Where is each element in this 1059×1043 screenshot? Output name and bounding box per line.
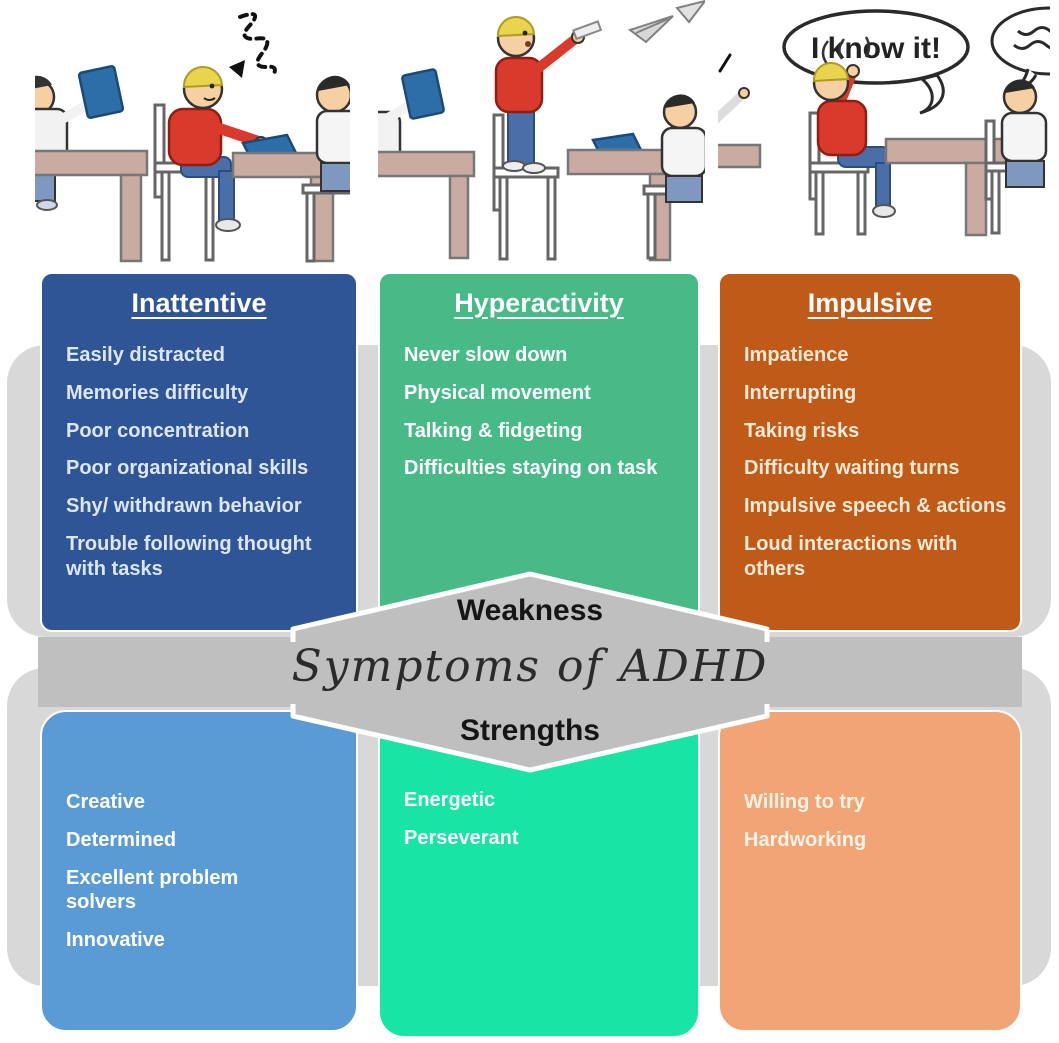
list-item: Talking & fidgeting: [404, 419, 583, 442]
student-right: [984, 79, 1048, 235]
student-distracted: [167, 65, 268, 232]
doodle-squiggle-icon: [229, 12, 277, 79]
speech-bubble-text: I know it!: [811, 32, 941, 65]
list-item: Loud interactions with others: [744, 532, 958, 580]
list-item: Difficulties staying on task: [404, 457, 658, 480]
desk-left: [35, 149, 149, 263]
cartoon-distracted-student-scene: [35, 12, 350, 263]
student-right: [301, 75, 350, 263]
list-item: Innovative: [66, 929, 165, 952]
list-item: Easily distracted: [66, 344, 225, 366]
cartoon-impulsive-student-scene: I know it!: [718, 6, 1050, 237]
student-left: [378, 68, 476, 260]
list-item: Energetic: [404, 789, 496, 811]
weakness-label: Weakness: [456, 594, 604, 627]
list-item: Trouble following thought with tasks: [66, 532, 312, 580]
student-impulsive: [808, 62, 896, 236]
list-item: Interrupting: [744, 381, 857, 404]
list-item: Determined: [66, 828, 177, 851]
impulsive-header: Impulsive: [807, 288, 933, 318]
list-item: Impatience: [744, 344, 849, 366]
list-item: Willing to try: [744, 791, 865, 813]
list-item: Difficulty waiting turns: [744, 457, 960, 480]
list-item: Shy/ withdrawn behavior: [66, 495, 302, 518]
list-item: Physical movement: [404, 381, 591, 404]
list-item: Impulsive speech & actions: [744, 495, 1007, 518]
list-item: Poor organizational skills: [66, 457, 309, 480]
strengths-label: Strengths: [459, 714, 600, 747]
student-right: [642, 94, 705, 260]
list-item: Creative: [66, 791, 145, 813]
inattentive-header: Inattentive: [131, 288, 267, 318]
hyperactivity-header: Hyperactivity: [454, 288, 624, 318]
list-item: Taking risks: [744, 419, 860, 442]
paper-plane-icon: [627, 0, 705, 44]
list-item: Poor concentration: [66, 419, 250, 442]
list-item: Excellent problem solvers: [66, 866, 239, 914]
student-left: [718, 53, 762, 169]
list-item: Never slow down: [404, 344, 568, 366]
list-item: Perseverant: [404, 826, 519, 849]
page-title: Symptoms of ADHD: [291, 641, 769, 692]
cartoon-hyperactive-student-scene: [378, 0, 705, 262]
list-item: Memories difficulty: [66, 381, 249, 404]
student-hyperactive: [494, 15, 603, 174]
list-item: Hardworking: [744, 828, 867, 851]
